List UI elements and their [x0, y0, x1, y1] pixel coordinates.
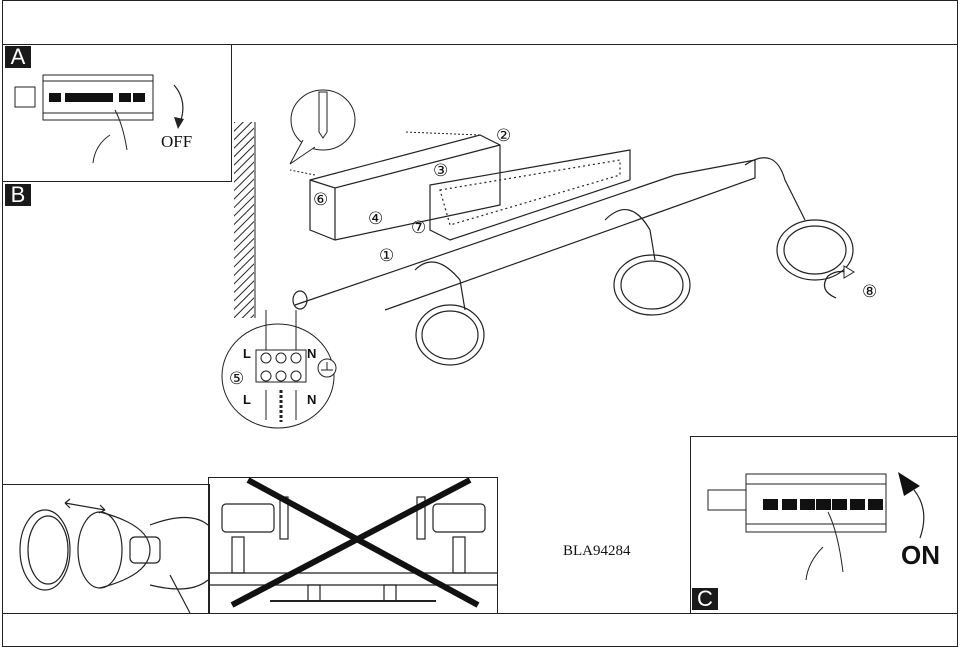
on-label: ON	[901, 540, 940, 570]
off-label: OFF	[161, 132, 193, 151]
step-1: ①	[379, 246, 395, 265]
step-2: ②	[496, 126, 512, 145]
wall-hatching	[234, 122, 256, 318]
step-4: ④	[368, 209, 384, 228]
panel-c	[690, 436, 958, 614]
section-label-c: C	[692, 588, 718, 610]
wire-label-neutral-bottom: N	[307, 392, 317, 407]
step-7: ⑦	[411, 218, 427, 237]
wall-plug-icon	[318, 91, 328, 139]
turn-off-arrow-icon	[173, 84, 184, 129]
incorrect-mounting-panel	[208, 477, 498, 614]
wire-label-live-top: L	[243, 346, 251, 361]
breaker-panel-on-illustration	[707, 473, 887, 581]
breaker-panel-off-illustration	[14, 74, 154, 164]
section-label-b: B	[5, 184, 31, 206]
wiring-callout	[221, 310, 337, 429]
step-5: ⑤	[229, 369, 245, 388]
rotate-arrow-icon	[823, 265, 855, 299]
turn-on-arrow-icon	[898, 472, 925, 539]
breaker-switches	[49, 93, 145, 102]
fixture-assembly-illustration	[289, 131, 854, 366]
wall-plug-callout	[289, 89, 356, 165]
cross-mark-icon	[246, 477, 480, 608]
panel-a	[2, 44, 232, 182]
bottom-strip	[2, 613, 958, 647]
step-8: ⑧	[862, 282, 878, 301]
wire-label-neutral-top: N	[307, 346, 317, 361]
incorrect-mounting-illustration	[208, 477, 498, 608]
wire-label-live-bottom: L	[243, 392, 251, 407]
step-3: ③	[433, 161, 449, 180]
bulb-replacement-illustration	[19, 498, 209, 614]
step-6: ⑥	[313, 190, 329, 209]
top-strip	[2, 0, 958, 45]
section-label-a: A	[5, 46, 31, 68]
bulb-replacement-panel	[2, 484, 210, 614]
model-code: BLA94284	[563, 543, 631, 559]
